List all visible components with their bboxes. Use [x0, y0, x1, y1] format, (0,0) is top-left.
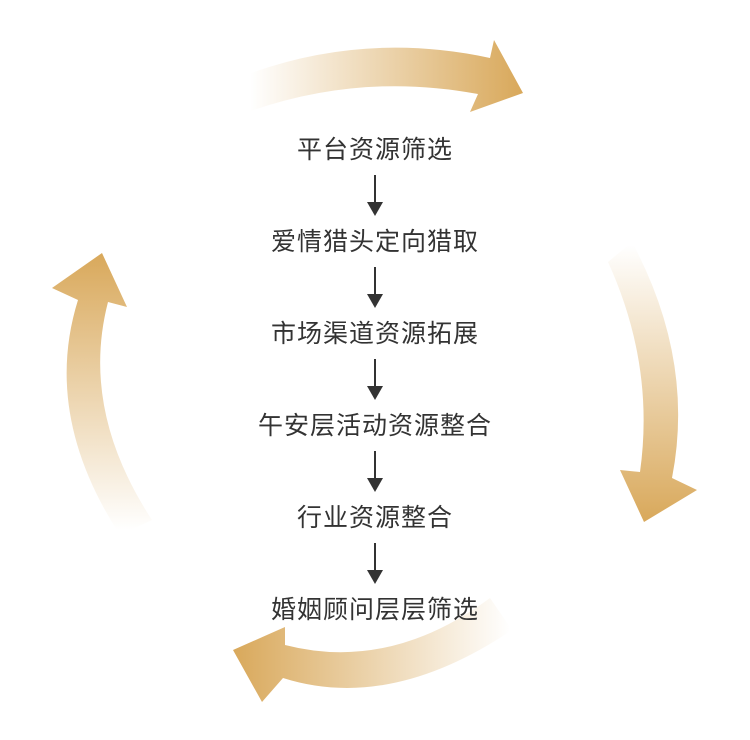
down-arrow-icon — [367, 451, 383, 492]
step-label-5: 行业资源整合 — [296, 503, 453, 532]
cycle-arrow-top — [238, 40, 523, 112]
step-label-2: 爱情猎头定向猎取 — [270, 227, 479, 256]
cycle-arrow-right — [608, 242, 697, 522]
down-arrow-icon — [367, 359, 383, 400]
down-arrow-icon — [367, 267, 383, 308]
step-label-3: 市场渠道资源拓展 — [270, 319, 479, 348]
cycle-arrow-bottom — [233, 598, 512, 702]
down-arrow-icon — [367, 543, 383, 584]
cycle-arrow-left — [52, 253, 152, 535]
step-label-6: 婚姻顾问层层筛选 — [270, 595, 479, 624]
process-steps: 平台资源筛选爱情猎头定向猎取市场渠道资源拓展午安层活动资源整合行业资源整合婚姻顾… — [0, 128, 750, 632]
down-arrow-icon — [367, 175, 383, 216]
step-label-4: 午安层活动资源整合 — [257, 411, 492, 440]
step-label-1: 平台资源筛选 — [296, 135, 453, 164]
